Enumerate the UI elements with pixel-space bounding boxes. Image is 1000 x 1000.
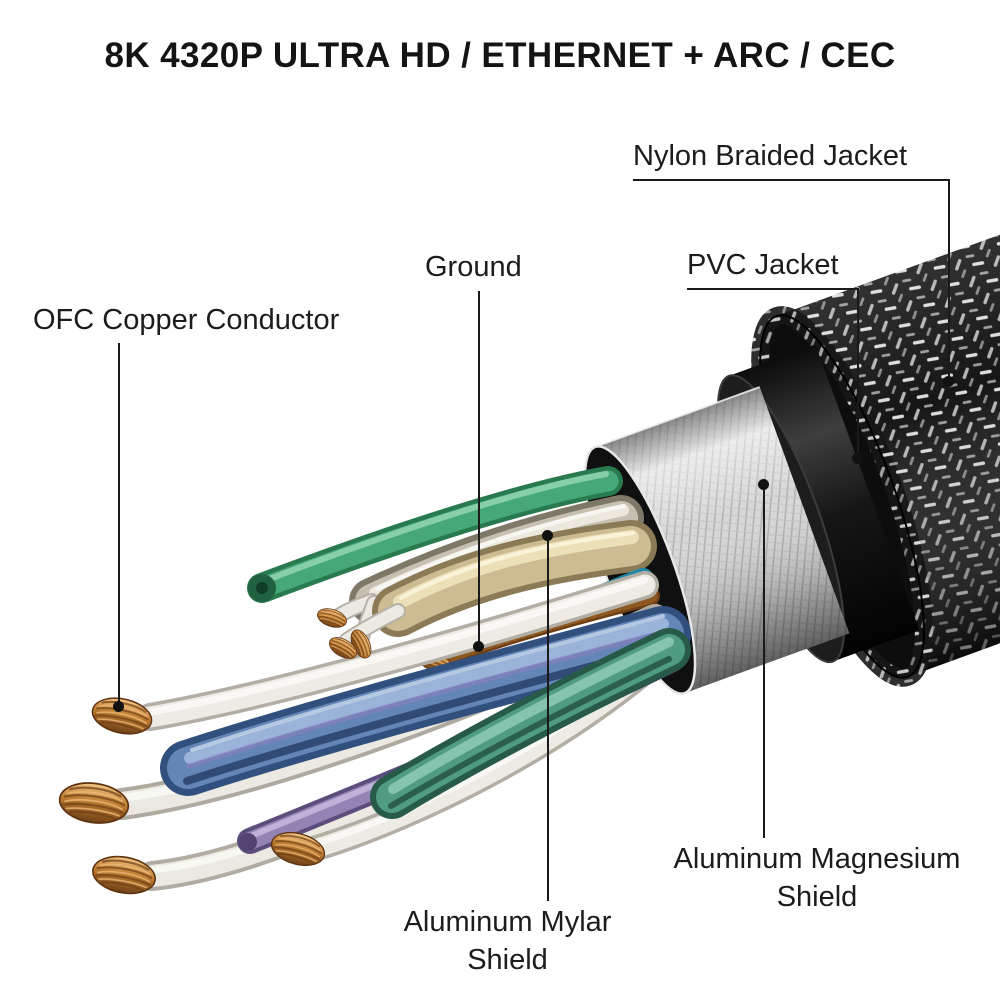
- label-aluminum-magnesium-shield: Aluminum Magnesium Shield: [658, 840, 976, 916]
- callout-dot-ground: [473, 641, 484, 652]
- callout-dot-ofc: [113, 701, 124, 712]
- leader-line-almg-v: [763, 489, 765, 838]
- label-aluminum-mylar-shield: Aluminum Mylar Shield: [380, 903, 635, 979]
- leader-line-mylar-v: [547, 540, 549, 901]
- leader-line-ground-v: [478, 291, 480, 645]
- leader-line-nylon-h: [633, 179, 950, 181]
- page-title: 8K 4320P ULTRA HD / ETHERNET + ARC / CEC: [104, 36, 896, 75]
- label-pvc-jacket: PVC Jacket: [687, 249, 839, 281]
- leader-line-ofc-v: [118, 343, 120, 705]
- label-nylon-braided-jacket: Nylon Braided Jacket: [633, 140, 908, 172]
- wire-teal-band: [370, 628, 691, 819]
- wire-green: [247, 466, 623, 603]
- label-ofc-copper-conductor: OFC Copper Conductor: [33, 304, 340, 336]
- label-mylar-line2: Shield: [467, 944, 548, 976]
- callout-dot-nylon: [943, 376, 954, 387]
- label-almg-line2: Shield: [776, 881, 858, 913]
- label-ground: Ground: [425, 251, 522, 283]
- leader-line-pvc-h: [687, 288, 859, 290]
- callout-dot-almg-shield: [758, 479, 769, 490]
- label-mylar-line1: Aluminum Mylar: [403, 906, 612, 938]
- foil-pair-gold-mylar: [339, 520, 657, 648]
- leader-line-pvc-v: [857, 288, 859, 457]
- callout-dot-mylar-shield: [542, 530, 553, 541]
- inner-wires: [55, 466, 691, 900]
- leader-line-nylon-v: [948, 179, 950, 379]
- callout-dot-pvc: [852, 453, 863, 464]
- label-almg-line1: Aluminum Magnesium: [673, 843, 961, 875]
- wire-blue-band: [160, 606, 691, 796]
